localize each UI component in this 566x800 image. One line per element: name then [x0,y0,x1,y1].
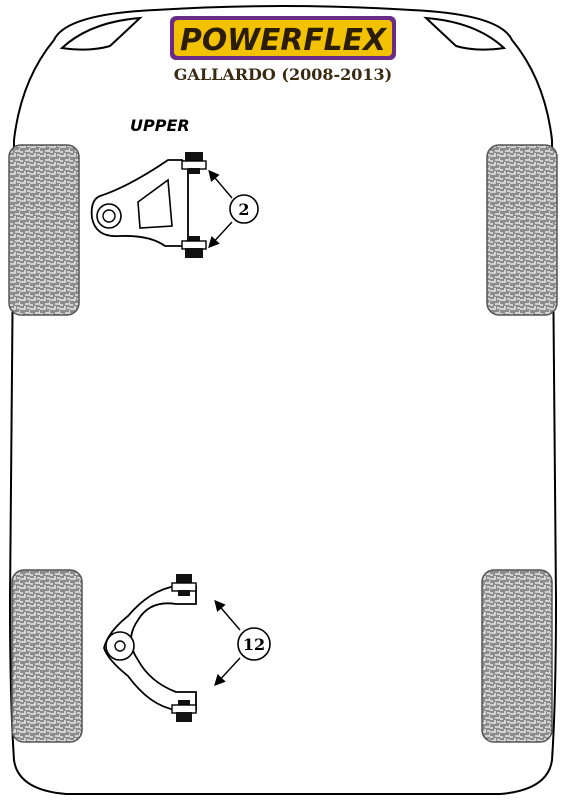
rear-right-tyre [481,569,553,743]
left-lamp-outline [59,16,143,51]
rear-callout-number: 12 [243,635,265,654]
rear-wishbone-arm [103,585,197,711]
powerflex-logo: POWERFLEX [170,16,396,60]
upper-bush-top [181,152,207,174]
model-title: GALLARDO (2008-2013) [174,65,393,84]
car-body-outline [8,5,558,795]
callout-arrow-icon [208,169,233,199]
callout-arrow-icon [214,599,241,631]
rear-left-tyre [11,569,83,743]
rear-callout: 12 [214,599,271,687]
upper-wishbone-arm [90,159,189,247]
rear-bush-bottom [171,700,197,722]
logo-text: POWERFLEX [180,23,388,58]
upper-section-label: UPPER [130,116,190,135]
front-right-tyre [486,144,558,316]
callout-arrow-icon [208,221,233,249]
upper-callout-number: 2 [238,200,249,219]
upper-bush-bottom [181,236,207,258]
right-lamp-outline [423,16,507,51]
callout-arrow-icon [214,657,241,687]
front-left-tyre [8,144,80,316]
rear-bush-top [171,574,197,596]
upper-callout: 2 [208,169,259,249]
